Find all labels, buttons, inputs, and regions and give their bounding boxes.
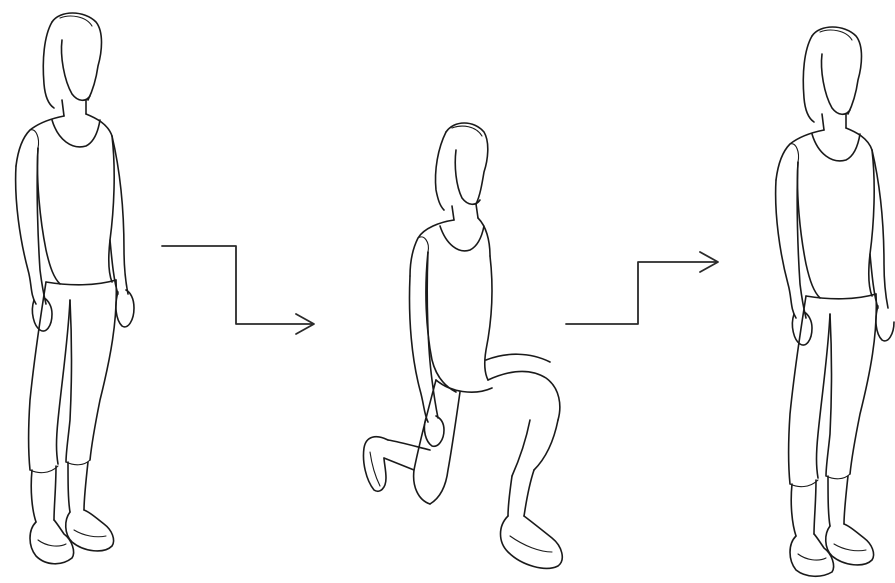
- step-up-arrow-icon: [566, 252, 718, 324]
- lunging-figure: [363, 123, 562, 568]
- standing-figure-start: [16, 13, 134, 564]
- step-down-arrow-icon: [162, 246, 314, 334]
- standing-figure-end: [776, 27, 894, 576]
